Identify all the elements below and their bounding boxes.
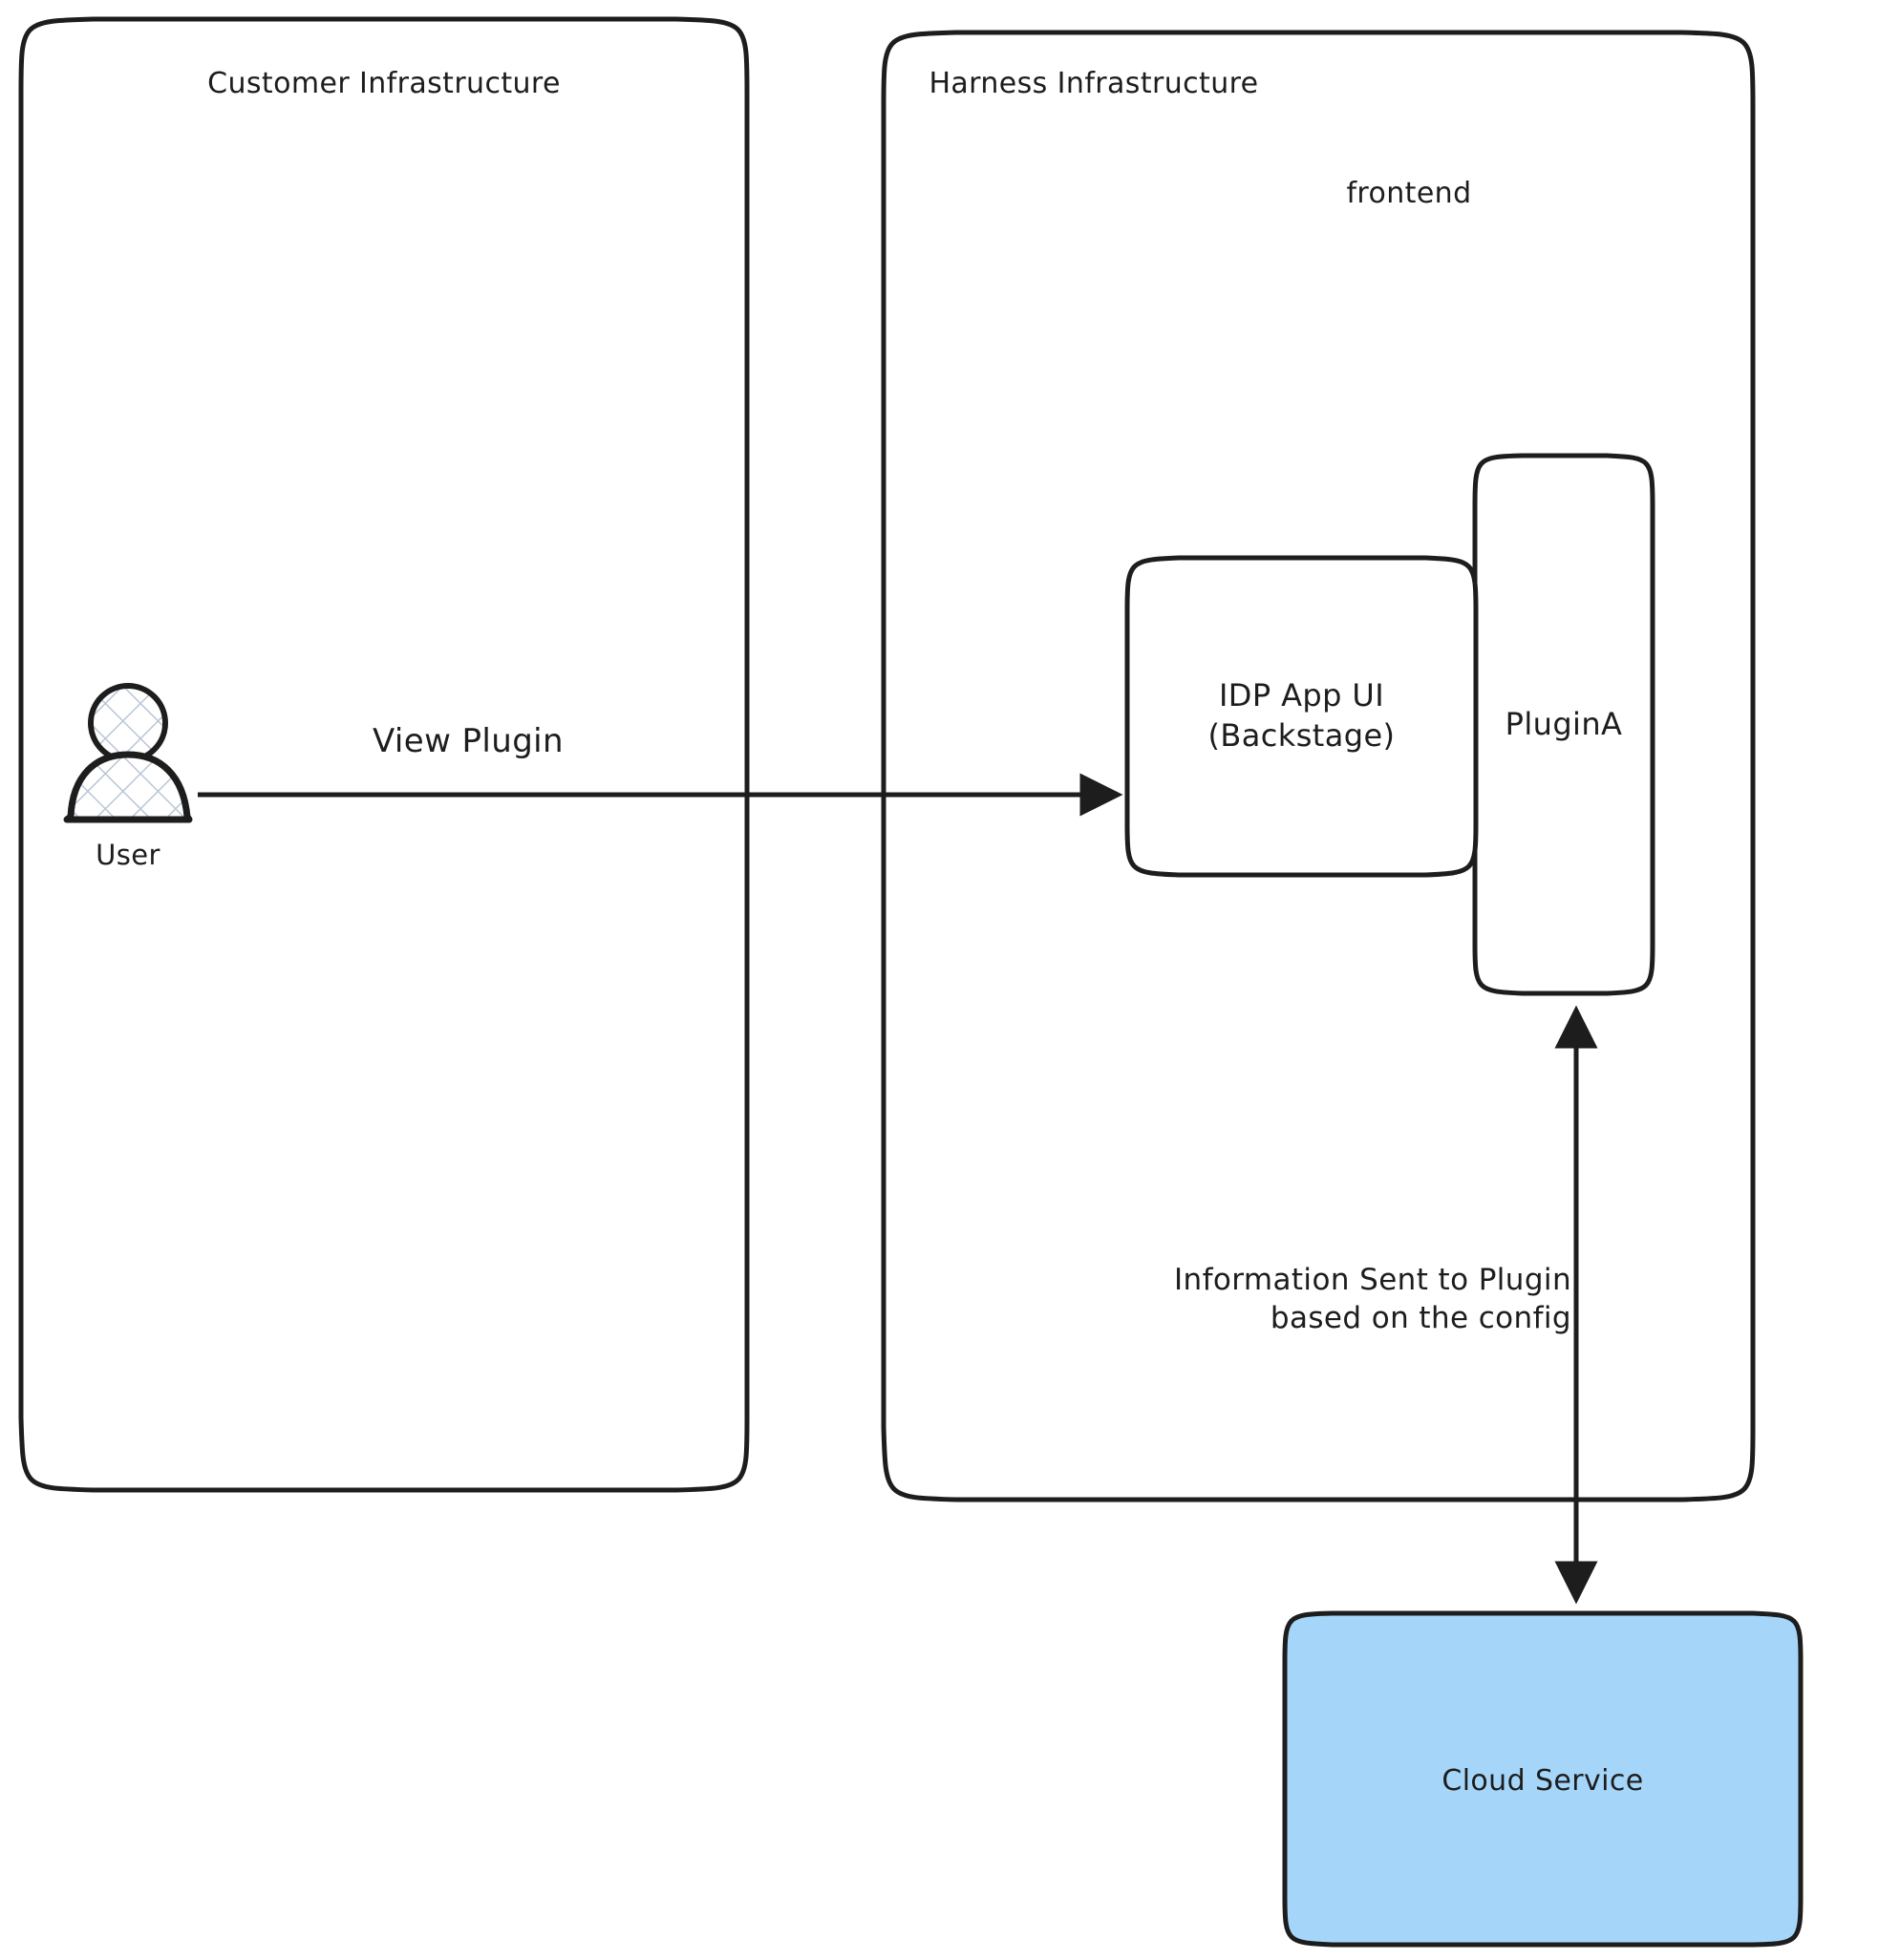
node-user-actor[interactable]: [63, 683, 193, 823]
boundary-customer-infrastructure: [18, 16, 750, 1493]
node-cloud-service[interactable]: [1282, 1610, 1804, 1948]
node-plugin-a[interactable]: [1472, 453, 1655, 996]
node-idp-app-ui[interactable]: [1124, 555, 1479, 878]
